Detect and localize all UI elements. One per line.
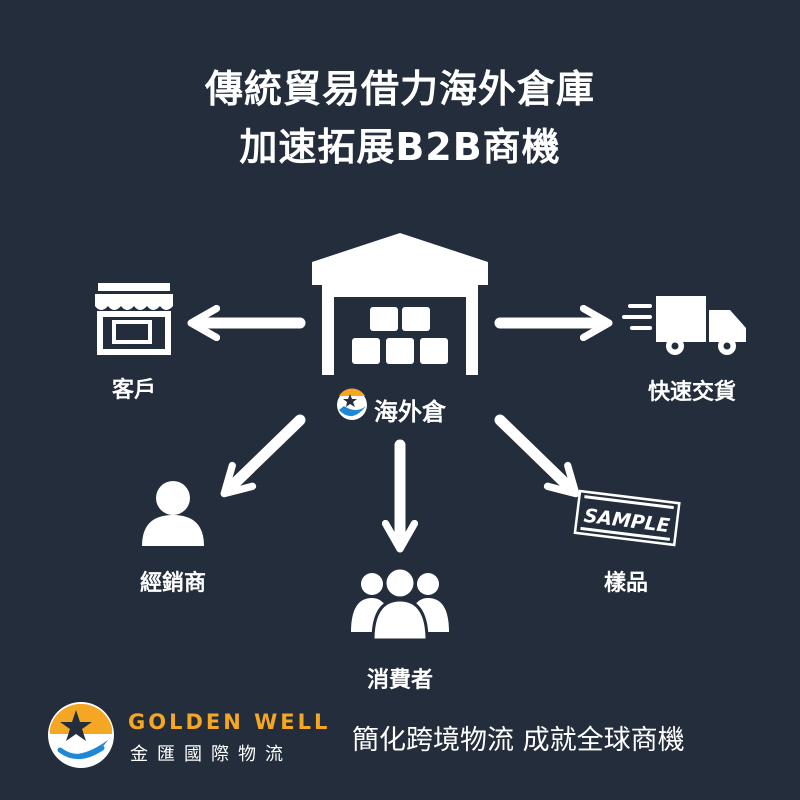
brand-name-en: GOLDEN WELL <box>128 710 331 734</box>
distributor-label: 經銷商 <box>139 571 206 596</box>
fast-delivery-label: 快速交貨 <box>647 380 736 405</box>
delivery-truck-icon <box>622 296 746 355</box>
slogan: 簡化跨境物流 成就全球商機 <box>352 725 685 756</box>
golden-well-logo-icon <box>48 702 114 768</box>
warehouse-icon <box>312 233 488 375</box>
arrow-to-sample <box>494 414 580 498</box>
title-line-2: 加速拓展B2B商機 <box>239 125 561 169</box>
consumer-label: 消費者 <box>366 668 433 693</box>
title-line-1: 傳統貿易借力海外倉庫 <box>204 67 595 111</box>
customer-label: 客戶 <box>111 378 156 403</box>
person-icon <box>142 481 204 546</box>
storefront-icon <box>95 283 173 355</box>
people-group-icon <box>351 566 449 642</box>
brand-name-zh: 金匯國際物流 <box>130 744 292 765</box>
sample-stamp-text: SAMPLE <box>583 505 671 537</box>
hub-label: 海外倉 <box>374 398 446 426</box>
arrow-to-distributor <box>220 414 306 498</box>
arrows <box>187 304 613 553</box>
hub-logo-icon <box>337 388 367 420</box>
sample-stamp-icon: SAMPLE <box>573 489 681 547</box>
sample-label: 樣品 <box>603 571 648 596</box>
